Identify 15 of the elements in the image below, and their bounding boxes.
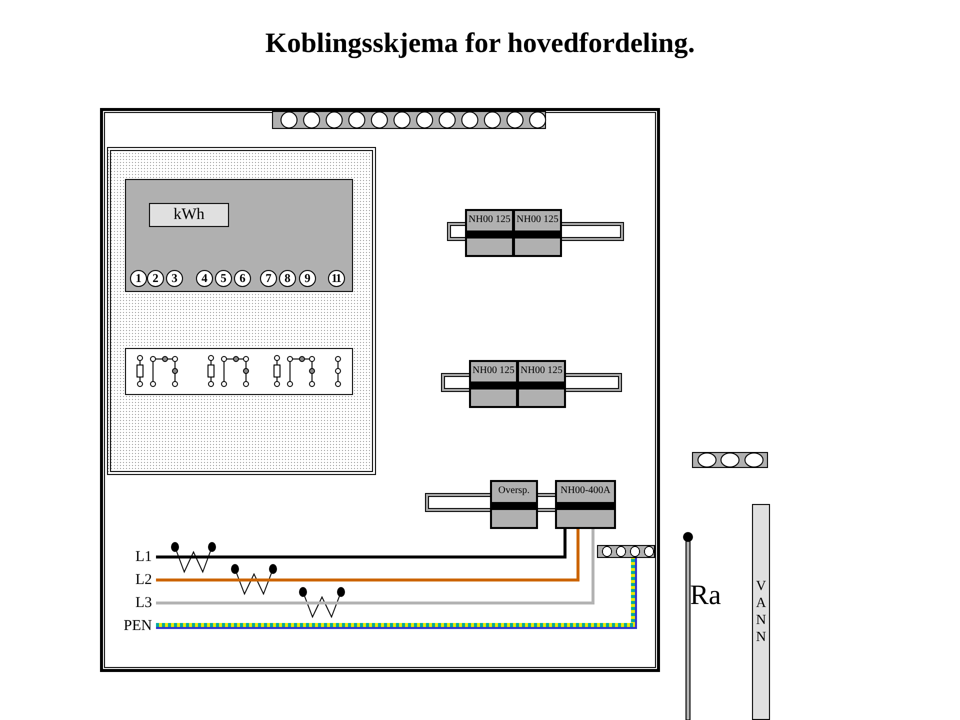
wire-label: L1 (112, 548, 152, 566)
title: Koblingsskjema for hovedfordeling. (264, 28, 696, 60)
electrode-label: Ra (690, 580, 722, 612)
earth-terminal-bar (597, 545, 655, 558)
fuse-holder: NH00 125 (517, 360, 566, 408)
water-pipe: VANN (752, 504, 770, 720)
fuse-holder: NH00 125 (469, 360, 518, 408)
wire-label: L3 (112, 594, 152, 612)
fuse-holder: Oversp. (490, 480, 538, 529)
fuse-holder: NH00 125 (465, 209, 514, 257)
fuse-holder: NH00-400A (555, 480, 616, 529)
fuse-holder: NH00 125 (513, 209, 562, 257)
wire-label: PEN (108, 617, 152, 635)
wire-label: L2 (112, 571, 152, 589)
meter-display: kWh (149, 203, 229, 227)
